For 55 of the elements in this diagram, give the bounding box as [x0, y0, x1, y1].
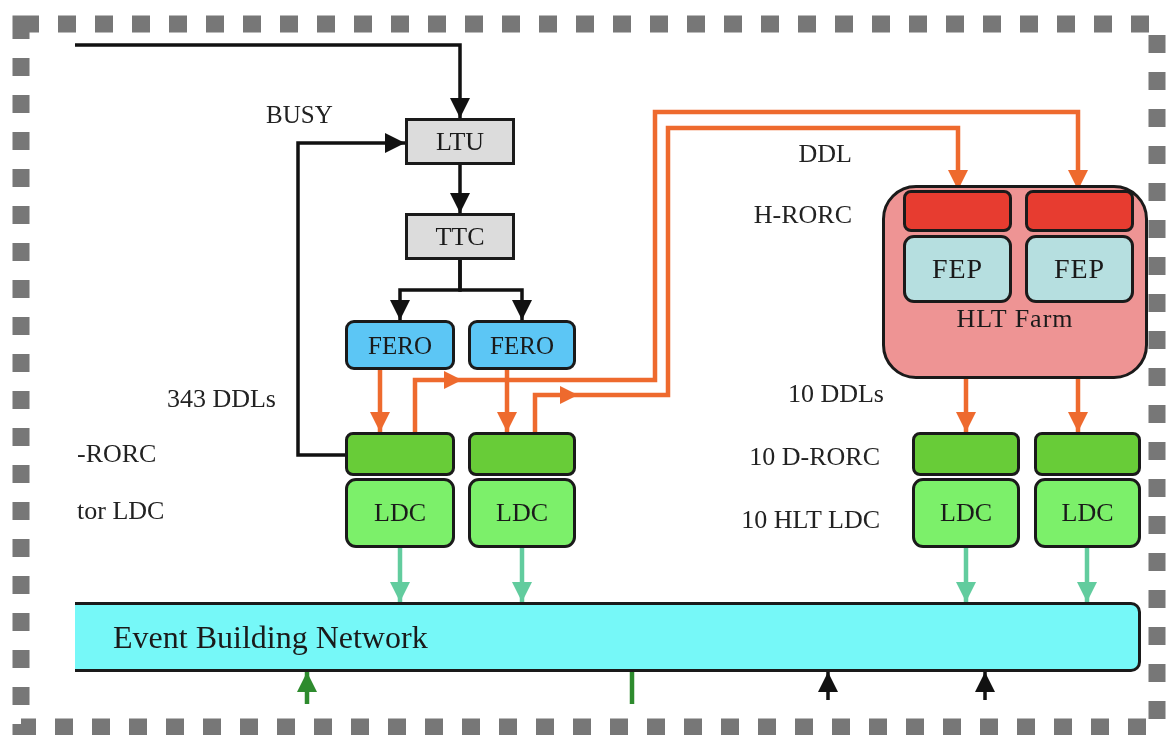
computer-box — [912, 478, 1020, 548]
network-bar — [75, 602, 1141, 672]
arrow — [75, 43, 470, 118]
text-label: -RORC — [77, 441, 157, 467]
arrow — [956, 379, 976, 432]
computer-box — [1034, 478, 1141, 548]
arrow — [512, 548, 532, 602]
node-label: FERO — [368, 332, 432, 358]
node-label: LDC — [940, 500, 992, 526]
text-label: 10 D-RORC — [749, 444, 880, 470]
card-slot — [468, 432, 576, 476]
farm-container — [882, 185, 1148, 379]
arrow — [532, 125, 968, 432]
arrow — [1077, 548, 1097, 602]
arrow — [297, 672, 317, 704]
computer-box — [468, 478, 576, 548]
card-slot — [1034, 432, 1141, 476]
process-box — [345, 320, 455, 370]
arrow — [1068, 379, 1088, 432]
arrow — [296, 133, 405, 457]
text-label: 10 HLT LDC — [741, 507, 880, 533]
node-label: LDC — [374, 500, 426, 526]
process-box — [405, 213, 515, 260]
arrow — [412, 109, 1088, 432]
processor-box — [903, 235, 1012, 303]
node-label: LTU — [435, 128, 485, 155]
node-label: FEP — [1053, 255, 1106, 283]
card-slot — [912, 432, 1020, 476]
arrow — [956, 548, 976, 602]
processor-box — [1025, 235, 1134, 303]
process-box — [405, 118, 515, 165]
arrow — [458, 260, 532, 320]
node-label: LDC — [1061, 500, 1114, 526]
node-label: HLT Farm — [956, 306, 1074, 332]
computer-box — [345, 478, 455, 548]
text-label: 343 DDLs — [166, 386, 276, 412]
node-label: FERO — [490, 332, 554, 358]
arrow — [818, 672, 838, 700]
arrow — [975, 672, 995, 700]
node-label: Event Building Network — [113, 621, 428, 653]
arrow — [497, 370, 517, 432]
text-label: DDL — [798, 141, 852, 167]
text-label: 10 DDLs — [787, 381, 884, 407]
arrow — [450, 165, 470, 213]
node-label: TTC — [435, 223, 485, 250]
process-box — [468, 320, 576, 370]
node-label: LDC — [496, 500, 548, 526]
node-label: FEP — [931, 255, 984, 283]
card-slot — [1025, 190, 1134, 232]
card-slot — [903, 190, 1012, 232]
arrow — [370, 370, 390, 432]
card-slot — [345, 432, 455, 476]
text-label: H-RORC — [753, 202, 852, 228]
arrow — [390, 548, 410, 602]
text-label: tor LDC — [77, 498, 165, 524]
